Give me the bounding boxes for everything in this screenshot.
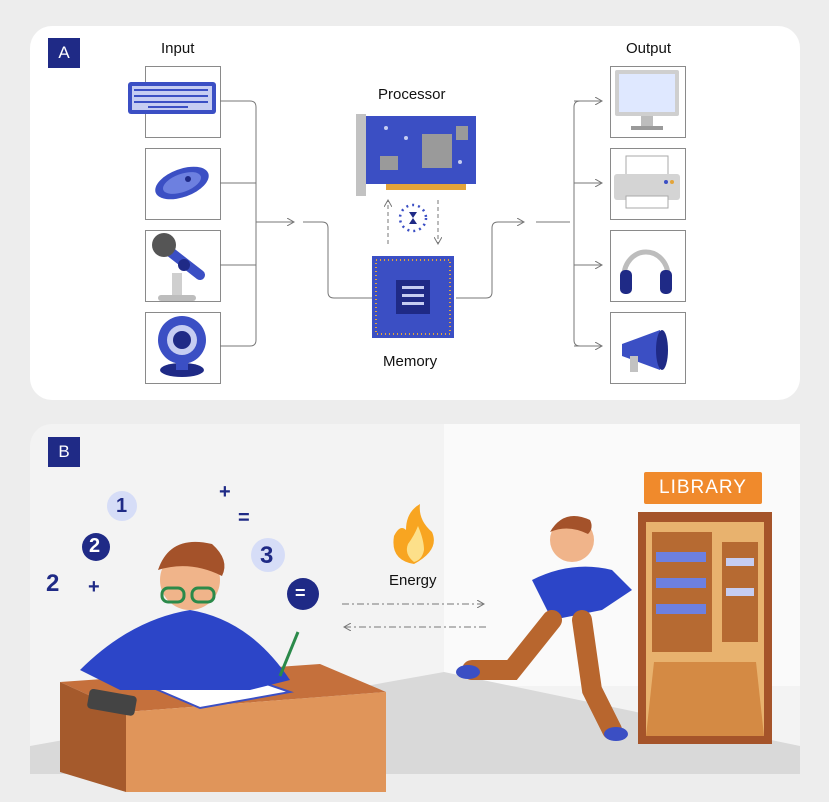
output-label: Output — [626, 40, 672, 57]
headphones-icon — [620, 249, 672, 294]
output-connectors — [456, 101, 602, 346]
mouse-icon — [155, 166, 209, 200]
microphone-icon — [152, 233, 205, 301]
library-sign: LIBRARY — [644, 472, 762, 504]
webcam-icon — [158, 316, 206, 377]
panel-b-badge: B — [48, 437, 80, 467]
math-symbols — [82, 491, 319, 610]
panel-a-badge: A — [48, 38, 80, 68]
math-symbol-equals-2: = — [295, 583, 306, 603]
megaphone-icon — [622, 330, 668, 372]
math-symbol-plus-2: + — [219, 481, 231, 503]
fire-icon — [393, 504, 434, 564]
processor-icon — [356, 114, 476, 196]
input-label: Input — [161, 40, 195, 57]
desk — [60, 664, 386, 792]
memory-label: Memory — [383, 353, 438, 370]
math-symbol-3: 3 — [260, 542, 274, 569]
monitor-icon — [615, 70, 679, 130]
math-symbol-plus-1: + — [88, 576, 100, 598]
running-student-figure — [456, 516, 632, 741]
math-symbol-4: 2 — [46, 570, 60, 597]
math-symbol-equals-1: = — [238, 507, 250, 529]
energy-label: Energy — [389, 572, 437, 589]
math-symbol-2: 2 — [89, 535, 101, 557]
memory-chip-icon — [372, 256, 454, 338]
input-connectors — [220, 100, 376, 347]
math-symbol-1: 1 — [116, 495, 128, 517]
printer-icon — [614, 155, 680, 209]
pencil-icon — [278, 631, 300, 677]
processor-label: Processor — [378, 86, 446, 103]
hourglass-icon — [398, 203, 428, 233]
energy-arrows — [342, 604, 486, 627]
library-door — [638, 512, 772, 744]
keyboard-icon — [128, 82, 216, 114]
processor-memory-arrows — [388, 200, 438, 244]
student-figure — [80, 541, 290, 690]
calculator-icon — [87, 688, 137, 716]
